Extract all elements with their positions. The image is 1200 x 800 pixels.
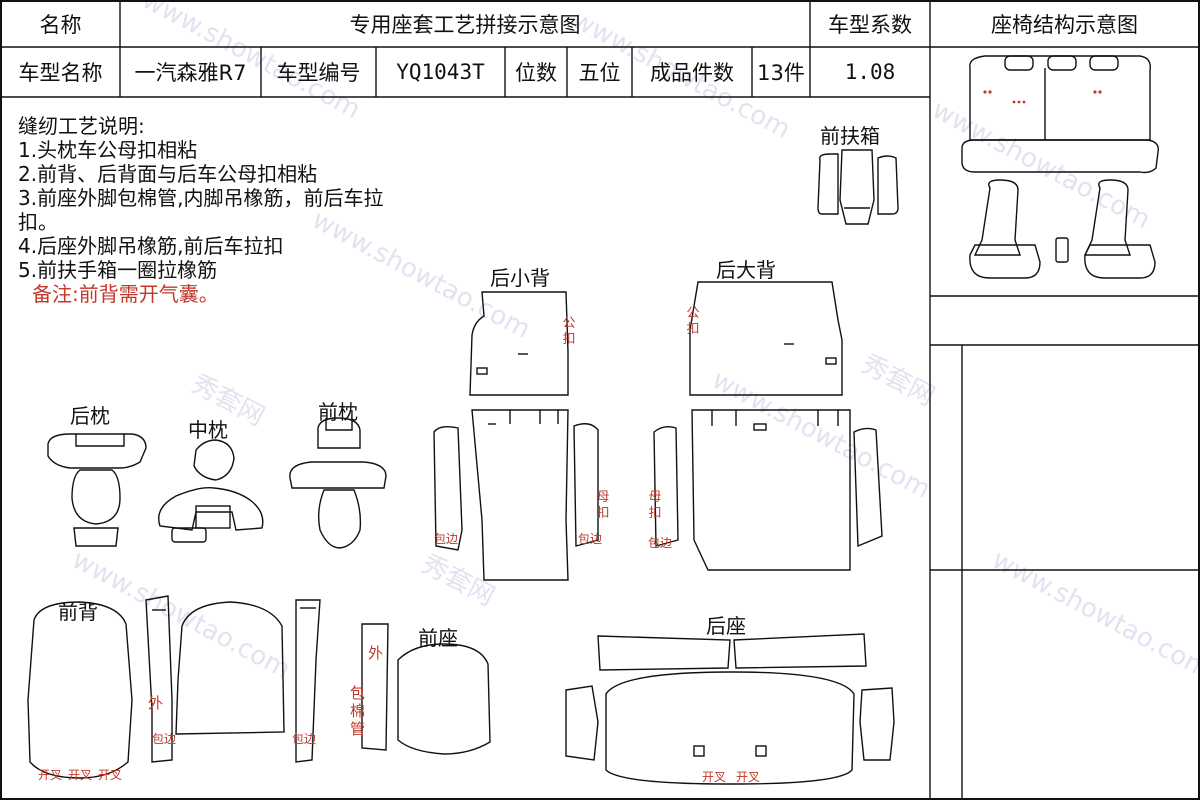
label-front-seat: 前座 xyxy=(418,626,458,650)
label-rear-seat: 后座 xyxy=(706,614,746,638)
coefficient-header: 车型系数 xyxy=(828,13,912,37)
seats-label: 位数 xyxy=(515,61,557,85)
seats-value: 五位 xyxy=(578,61,621,85)
annot-bind-edge: 包边 xyxy=(292,732,317,746)
notes-title: 缝纫工艺说明: xyxy=(18,114,145,138)
model-name-label: 车型名称 xyxy=(18,61,103,85)
sewing-notes: 缝纫工艺说明: 1.头枕车公母扣相粘 2.前背、后背面与后车公母扣相粘 3.前座… xyxy=(18,114,383,306)
model-name-value: 一汽森雅R7 xyxy=(134,61,247,85)
annot-outer: 外 xyxy=(368,644,384,662)
note-item: 2.前背、后背面与后车公母扣相粘 xyxy=(18,162,318,186)
annot-slit: 开叉 xyxy=(68,768,93,782)
annot-slit: 开叉 xyxy=(736,770,761,784)
note-item: 1.头枕车公母扣相粘 xyxy=(18,138,198,162)
annot-female-snap: 母扣 xyxy=(648,490,662,521)
pieces-value: 13件 xyxy=(757,61,805,85)
annot-bind-edge: 包边 xyxy=(578,532,603,546)
annot-male-snap: 公扣 xyxy=(686,306,700,337)
note-item: 5.前扶手箱一圈拉橡筋 xyxy=(18,258,218,282)
pieces-label: 成品件数 xyxy=(650,61,734,85)
annot-male-snap: 公扣 xyxy=(562,316,576,347)
label-rear-small-back: 后小背 xyxy=(490,266,550,290)
annot-female-snap: 母扣 xyxy=(596,490,610,521)
note-item: 4.后座外脚吊橡筋,前后车拉扣 xyxy=(18,234,284,258)
label-front-back: 前背 xyxy=(58,600,98,624)
name-header: 名称 xyxy=(39,13,82,37)
label-middle-headrest: 中枕 xyxy=(188,418,228,442)
label-front-armrest: 前扶箱 xyxy=(820,124,880,148)
diagram-title: 专用座套工艺拼接示意图 xyxy=(349,13,581,37)
notes-remark: 备注:前背需开气囊。 xyxy=(32,282,219,306)
annot-bind-edge: 包边 xyxy=(648,536,673,550)
annot-slit: 开叉 xyxy=(98,768,123,782)
annot-cotton-tube: 包棉管 xyxy=(350,684,366,738)
annot-bind-edge: 包边 xyxy=(152,732,177,746)
model-code-value: YQ1043T xyxy=(396,60,485,84)
annot-slit: 开叉 xyxy=(38,768,63,782)
label-rear-big-back: 后大背 xyxy=(716,258,776,282)
coefficient-value: 1.08 xyxy=(844,60,896,84)
annot-slit: 开叉 xyxy=(702,770,727,784)
annot-outer: 外 xyxy=(148,694,164,712)
note-item: 3.前座外脚包棉管,内脚吊橡筋，前后车拉 xyxy=(18,186,384,210)
model-code-label: 车型编号 xyxy=(276,61,361,85)
label-rear-headrest: 后枕 xyxy=(70,404,110,428)
label-front-headrest: 前枕 xyxy=(318,400,358,424)
annot-bind-edge: 包边 xyxy=(434,532,459,546)
structure-header: 座椅结构示意图 xyxy=(991,13,1138,37)
note-item: 扣。 xyxy=(18,210,58,234)
